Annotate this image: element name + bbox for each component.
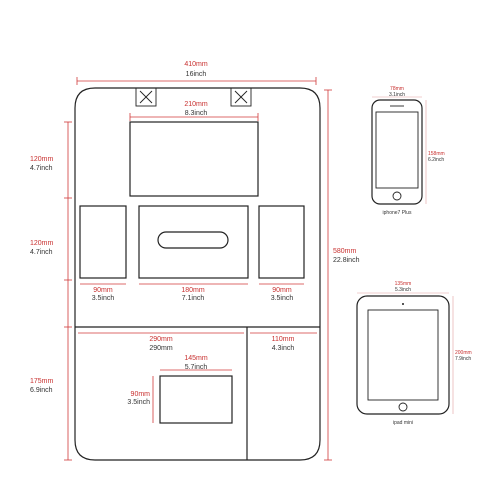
center-pocket-inch: 7.1inch [182, 295, 205, 302]
row2-height-mm: 120mm [30, 240, 54, 247]
bottom-height-mm: 175mm [30, 378, 54, 385]
left-hook-icon [135, 87, 157, 107]
top-window-inch: 8.3inch [185, 110, 208, 117]
iphone-caption: iphone7 Plus [383, 210, 412, 216]
right-pocket-inch: 3.5inch [271, 295, 294, 302]
ipad-screen [367, 309, 439, 401]
iphone-body [371, 99, 423, 205]
small-window-height-mm: 90mm [131, 391, 151, 398]
bottom-left-inch: 290mm [149, 345, 173, 352]
small-window-pocket [159, 375, 233, 424]
iphone-screen [375, 111, 419, 189]
iphone-width-inch: 3.1inch [389, 92, 405, 98]
ipad-home-button-icon [398, 402, 408, 412]
ipad-drawing: 135mm 5.3inch 200mm 7.9inch ipad mini [356, 281, 472, 426]
dim-top-window: 210mm 8.3inch [129, 101, 259, 121]
bottom-height-inch: 6.9inch [30, 387, 53, 394]
ipad-body [356, 295, 450, 415]
left-pocket-mm: 90mm [93, 287, 113, 294]
center-pocket [138, 205, 249, 279]
total-height-mm: 580mm [333, 248, 357, 255]
dim-small-window-width: 145mm 5.7inch [160, 355, 232, 371]
ipad-caption: ipad mini [393, 420, 413, 426]
ipad-width-mm: 135mm [395, 281, 412, 287]
iphone-height-inch: 6.2inch [428, 157, 444, 163]
bottom-left-mm: 290mm [149, 336, 173, 343]
ipad-width-inch: 5.3inch [395, 287, 411, 293]
bottom-right-mm: 110mm [272, 336, 295, 343]
dim-bottom-right: 110mm 4.3inch [250, 332, 317, 352]
iphone-width-mm: 78mm [390, 86, 404, 92]
ipad-camera-icon [402, 303, 404, 305]
row1-height-mm: 120mm [30, 156, 54, 163]
total-height-inch: 22.8inch [333, 257, 360, 264]
dim-bottom-left: 290mm 290mm [78, 332, 244, 352]
iphone-home-button-icon [392, 191, 402, 201]
dim-left-heights: 120mm 4.7inch 120mm 4.7inch 175mm 6.9inc… [30, 121, 72, 461]
left-pocket-inch: 3.5inch [92, 295, 115, 302]
top-width-inch: 16inch [186, 71, 207, 78]
dim-left-pocket: 90mm 3.5inch [80, 283, 126, 302]
dim-right-pocket: 90mm 3.5inch [259, 283, 304, 302]
ipad-height-inch: 7.9inch [455, 356, 471, 362]
bottom-right-inch: 4.3inch [272, 345, 295, 352]
ipad-height-mm: 200mm [455, 350, 472, 356]
right-pocket [258, 205, 305, 279]
organizer-body [74, 87, 321, 461]
top-window-pocket [129, 121, 259, 197]
row1-height-inch: 4.7inch [30, 165, 53, 172]
top-window-mm: 210mm [184, 101, 208, 108]
tissue-slot-icon [157, 231, 229, 249]
dim-top-width: 410mm 16inch [76, 61, 317, 85]
right-hook-icon [230, 87, 252, 107]
dim-center-pocket: 180mm 7.1inch [139, 283, 248, 302]
left-pocket [79, 205, 127, 279]
top-width-mm: 410mm [184, 61, 208, 68]
iphone-drawing: 78mm 3.1inch 158mm 6.2inch iphone7 Plus [371, 86, 445, 216]
dim-small-window-height: 90mm 3.5inch [127, 376, 154, 423]
small-window-width-mm: 145mm [184, 355, 208, 362]
row2-height-inch: 4.7inch [30, 249, 53, 256]
small-window-width-inch: 5.7inch [185, 364, 208, 371]
small-window-height-inch: 3.5inch [127, 399, 150, 406]
center-pocket-mm: 180mm [181, 287, 205, 294]
right-pocket-mm: 90mm [272, 287, 292, 294]
iphone-height-mm: 158mm [428, 151, 445, 157]
dim-total-height: 580mm 22.8inch [324, 89, 360, 461]
organizer-outline [74, 87, 321, 461]
